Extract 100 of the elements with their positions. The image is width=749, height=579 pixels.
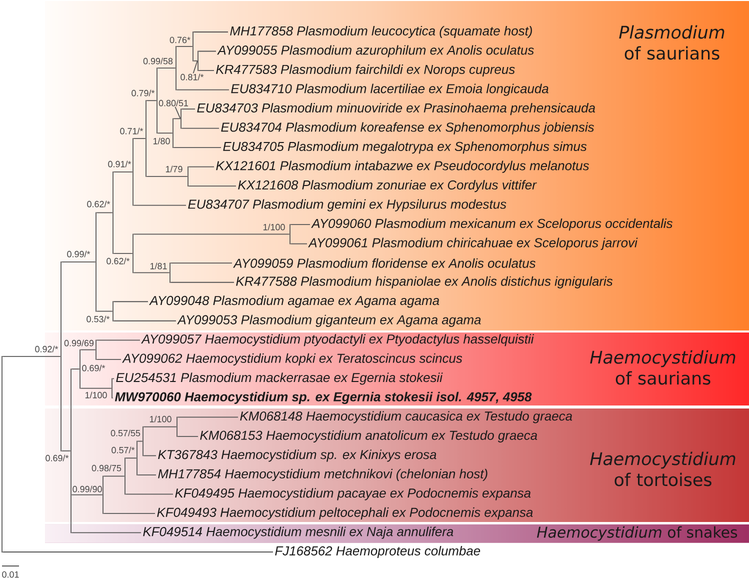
branch xyxy=(96,212,113,214)
taxon-label: MH177858 Plasmodium leucocytica (squamate host) xyxy=(230,26,532,38)
support-value: 0.99/58 xyxy=(143,58,173,64)
taxon-label: KF049495 Haemocystidium pacayae ex Podocnemis expansa xyxy=(175,488,531,500)
branch xyxy=(71,532,142,534)
support-value: 0.92/* xyxy=(35,346,58,352)
branch xyxy=(177,416,238,418)
branch xyxy=(113,253,133,254)
branch xyxy=(176,89,230,90)
taxon-label: MW970060 Haemocystidium sp. ex Egernia stokesii isol. 4957, 4958 xyxy=(114,392,532,404)
branch xyxy=(133,234,290,235)
support-value: 0.62/* xyxy=(106,258,130,264)
taxon-label: EU834705 Plasmodium megalotrypa ex Sphenomorphus simus xyxy=(223,142,587,154)
branch xyxy=(177,436,198,437)
taxon-label: KF049514 Haemocystidium mesnili ex Naja annulifera xyxy=(143,526,454,539)
branch xyxy=(188,186,236,187)
branch xyxy=(290,224,310,226)
branch xyxy=(61,450,71,452)
branch xyxy=(170,262,232,264)
taxon-label: EU834703 Plasmodium minuoviride ex Prasinohaema prehensicauda xyxy=(197,103,596,116)
support-value: 0.53/* xyxy=(86,316,110,322)
support-value: 0.69/* xyxy=(46,454,69,462)
branch xyxy=(71,368,80,370)
support-value: 1/81 xyxy=(150,262,167,270)
branch xyxy=(157,132,173,134)
taxon-label: FJ168562 Haemoproteus columbae xyxy=(275,546,480,558)
branch xyxy=(193,60,198,62)
support-value: 0.69/* xyxy=(82,364,106,372)
band-title: Plasmodium of saurians xyxy=(619,25,724,60)
taxon-label: AY099062 Haemocystidium kopki ex Teratoscincus scincus xyxy=(122,353,462,366)
branch xyxy=(198,70,214,71)
taxon-label: KR477588 Plasmodium hispaniolae ex Anolis distichus ignigularis xyxy=(236,276,613,288)
support-value: 0.79/* xyxy=(132,90,155,96)
branch xyxy=(113,301,148,302)
branch xyxy=(113,320,176,322)
support-value: 0.91/* xyxy=(108,160,132,168)
leader-line xyxy=(192,60,198,74)
support-value: 0.80/51 xyxy=(158,100,188,106)
support-value: 0.99/* xyxy=(67,250,90,258)
branch xyxy=(2,356,61,357)
taxon-label: KF049493 Haemocystidium peltocephali ex Podocnemis expansa xyxy=(157,507,533,520)
branch xyxy=(173,147,222,148)
support-value: 0.76* xyxy=(170,36,190,44)
branch xyxy=(137,440,143,442)
branch xyxy=(103,476,125,477)
branch xyxy=(188,166,214,168)
branch xyxy=(103,513,156,514)
branch xyxy=(290,243,308,244)
branch xyxy=(133,272,170,274)
taxon-label: AY099060 Plasmodium mexicanum ex Sceloporus occidentalis xyxy=(311,218,672,231)
support-value: 0.99/90 xyxy=(72,486,102,492)
taxon-label: EU834704 Plasmodium koreafense ex Sphenomorphus jobiensis xyxy=(221,122,594,134)
support-value: 1/100 xyxy=(150,416,172,422)
branch xyxy=(96,340,140,341)
taxon-label: KM068148 Haemocystidium caucasica ex Testudo graeca xyxy=(240,411,572,424)
support-value: 1/79 xyxy=(166,166,182,172)
branch xyxy=(125,494,174,495)
branch xyxy=(137,474,156,476)
taxon-label: EU254531 Plasmodium mackerrasae ex Egernia stokesii xyxy=(116,372,443,385)
branch xyxy=(157,68,176,69)
support-value: 0.99/69 xyxy=(64,340,94,346)
branch xyxy=(113,171,133,172)
branch xyxy=(80,349,96,350)
branch xyxy=(71,494,103,496)
taxon-label: AY099053 Plasmodium giganteum ex Agama agama xyxy=(177,314,481,327)
taxon-label: EU834710 Plasmodium lacertiliae ex Emoia longicauda xyxy=(231,84,548,96)
taxon-label: KM068153 Haemocystidium anatolicum ex Testudo graeca xyxy=(200,430,538,442)
support-value: 1/100 xyxy=(85,392,107,398)
taxon-label: AY099055 Plasmodium azurophilum ex Anolis oculatus xyxy=(217,45,534,58)
support-value: 0.98/75 xyxy=(92,464,122,472)
branch xyxy=(143,426,177,428)
branch xyxy=(176,46,193,47)
leader-line xyxy=(174,106,181,120)
branch xyxy=(80,388,112,389)
taxon-label: KT367843 Haemocystidium sp. ex Kinixys erosa xyxy=(158,450,436,462)
branch xyxy=(125,458,137,459)
taxon-label: KX121608 Plasmodium zonuriae ex Cordylus vittifer xyxy=(238,180,537,192)
support-value: 0.57/* xyxy=(112,446,135,454)
branch xyxy=(146,176,188,177)
branch xyxy=(96,310,113,312)
support-value: 1/100 xyxy=(263,224,285,230)
support-value: 0.71/* xyxy=(120,128,144,134)
branch xyxy=(181,128,220,129)
branch xyxy=(112,378,114,380)
branch xyxy=(173,118,181,120)
branch xyxy=(146,100,157,102)
support-value: 0.62/* xyxy=(87,200,110,208)
band-title: Haemocystidium of snakes xyxy=(536,526,738,541)
band-title: Haemocystidium of tortoises xyxy=(590,452,736,486)
branch xyxy=(133,204,186,206)
taxon-label: AY099048 Plasmodium agamae ex Agama agama xyxy=(149,296,440,308)
branch xyxy=(198,50,216,52)
branch xyxy=(170,282,234,283)
support-value: 0.81/* xyxy=(180,74,204,80)
band-title: Haemocystidium of saurians xyxy=(590,350,736,385)
taxon-label: KR477583 Plasmodium fairchildi ex Norops cupreus xyxy=(216,64,515,77)
taxon-label: KX121601 Plasmodium intabazwe ex Pseudocordylus melanotus xyxy=(216,160,590,173)
taxon-label: EU834707 Plasmodium gemini ex Hypsilurus modestus xyxy=(188,199,506,212)
branch xyxy=(96,358,122,360)
scale-label: 0.01 xyxy=(2,571,19,578)
